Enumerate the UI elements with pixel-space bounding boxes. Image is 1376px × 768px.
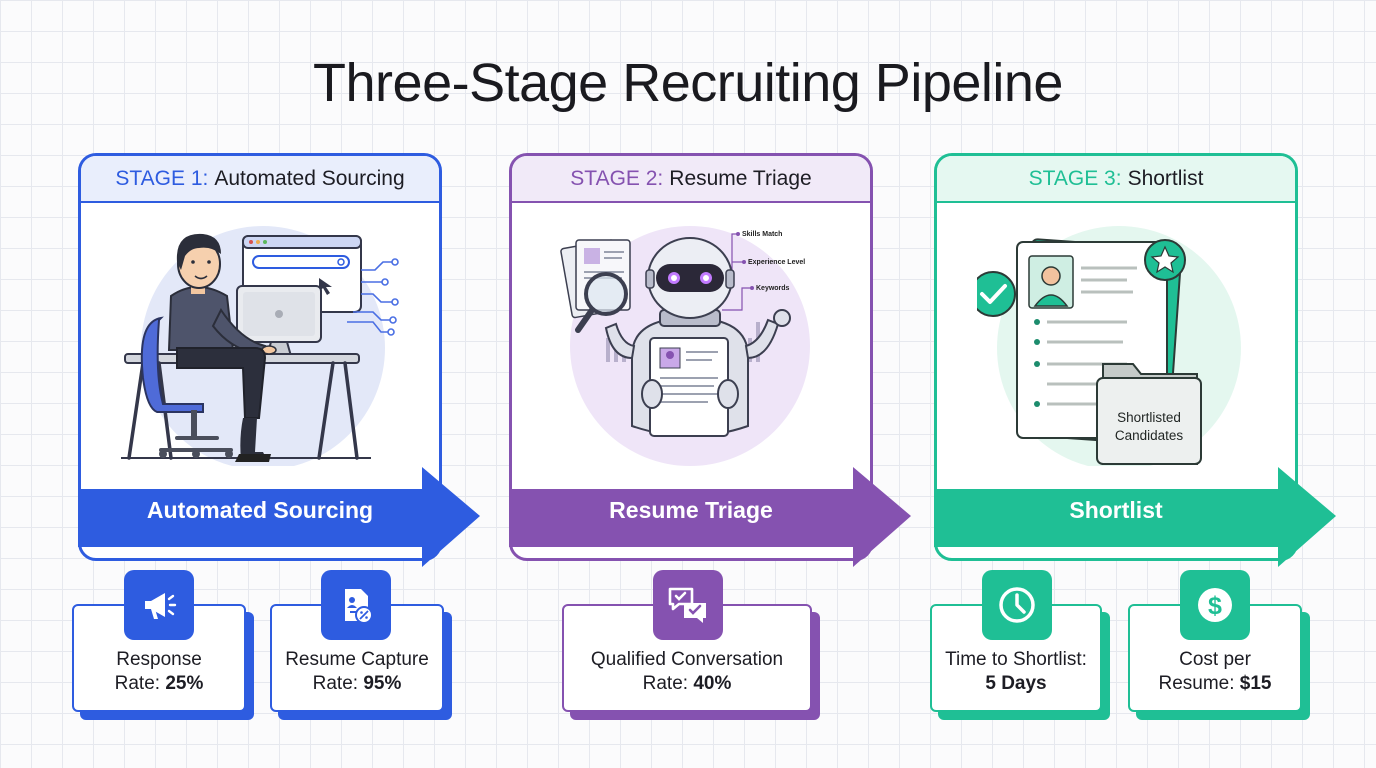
stage-1-arrow bbox=[78, 467, 480, 567]
stage-2-header: STAGE 2: Resume Triage bbox=[512, 156, 870, 203]
stage-3-prefix: STAGE 3: bbox=[1028, 166, 1122, 190]
metric-card-response-rate: Response Rate: 25% bbox=[72, 604, 246, 712]
clock-icon bbox=[982, 570, 1052, 640]
metric-label: Resume Capture bbox=[285, 649, 429, 670]
ai-robot-reviewing-resume-illustration: Skills Match Experience Level Keywords bbox=[560, 226, 810, 466]
svg-text:$: $ bbox=[1208, 592, 1222, 620]
callout-keywords: Keywords bbox=[756, 285, 790, 292]
page-title: Three-Stage Recruiting Pipeline bbox=[313, 53, 1063, 113]
metric-label: Qualified Conversation bbox=[590, 649, 784, 670]
stage-1-arrow-label: Automated Sourcing bbox=[146, 497, 374, 523]
folder-label-line2: Candidates bbox=[1115, 428, 1184, 443]
metric-label-prefix: Rate: bbox=[312, 673, 359, 694]
stage-1-card: STAGE 1: Automated Sourcing bbox=[78, 153, 480, 567]
metric-card-time-to-shortlist: Time to Shortlist: 5 Days bbox=[930, 604, 1102, 712]
metric-value: 5 Days bbox=[985, 673, 1047, 694]
callout-skills-match: Skills Match bbox=[742, 231, 782, 238]
stage-3-arrow bbox=[934, 467, 1336, 567]
stage-1-prefix: STAGE 1: bbox=[115, 166, 209, 190]
stage-2-card: STAGE 2: Resume Triage Skills Match Expe… bbox=[509, 153, 911, 567]
stage-1-header: STAGE 1: Automated Sourcing bbox=[81, 156, 439, 203]
metric-value: $15 bbox=[1239, 673, 1272, 694]
stage-2-name: Resume Triage bbox=[669, 166, 812, 190]
stage-3-arrow-label: Shortlist bbox=[1069, 497, 1163, 523]
folder-label-line1: Shortlisted bbox=[1117, 410, 1181, 425]
stage-1-name: Automated Sourcing bbox=[214, 166, 405, 190]
callout-experience-level: Experience Level bbox=[748, 259, 805, 266]
metric-label-prefix: Rate: bbox=[114, 673, 161, 694]
metric-value: 95% bbox=[363, 673, 402, 694]
dollar-icon: $ bbox=[1180, 570, 1250, 640]
recruiter-at-computer-illustration bbox=[121, 226, 399, 466]
stage-3-name: Shortlist bbox=[1127, 166, 1204, 190]
chat-check-icon bbox=[653, 570, 723, 640]
metric-label-prefix: Resume: bbox=[1158, 673, 1235, 694]
stage-2-arrow bbox=[509, 467, 911, 567]
stage-2-arrow-label: Resume Triage bbox=[609, 497, 773, 523]
metric-card-qualified-conversation-rate: Qualified Conversation Rate: 40% bbox=[562, 604, 812, 712]
metric-label: Cost per bbox=[1179, 649, 1251, 670]
document-percent-icon bbox=[321, 570, 391, 640]
metric-label-prefix: Rate: bbox=[642, 673, 689, 694]
metric-value: 40% bbox=[693, 673, 732, 694]
metric-label: Response bbox=[116, 649, 202, 670]
megaphone-icon bbox=[124, 570, 194, 640]
metric-label: Time to Shortlist: bbox=[945, 649, 1087, 670]
stage-2-prefix: STAGE 2: bbox=[570, 166, 664, 190]
stage-3-header: STAGE 3: Shortlist bbox=[937, 156, 1295, 203]
stage-3-card: STAGE 3: Shortlist Shortlisted Candidate… bbox=[934, 153, 1336, 567]
metric-value: 25% bbox=[165, 673, 204, 694]
shortlisted-resume-folder-illustration: Shortlisted Candidates bbox=[977, 226, 1241, 466]
